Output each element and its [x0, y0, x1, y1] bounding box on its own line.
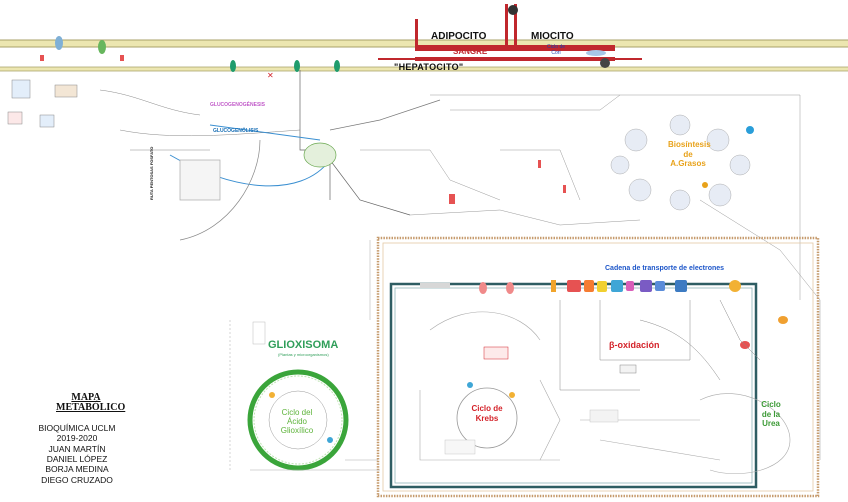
biosintesis-ag-label: Biosíntesis de A.Grasos	[668, 140, 711, 169]
miocito-label: MIOCITO	[531, 31, 574, 42]
ciclo-glioxilico-label: Ciclo del Ácido Glioxílico	[280, 408, 314, 436]
credits-author: BORJA MEDINA	[45, 464, 109, 475]
beta-oxidacion-label: β-oxidación	[609, 340, 660, 350]
electron-transport-chain	[420, 280, 788, 349]
svg-text:✕: ✕	[267, 71, 274, 80]
credits-author: DANIEL LÓPEZ	[46, 454, 108, 465]
credits-year: 2019-2020	[56, 433, 98, 444]
ciclo-cori-label: Ciclo de Cori	[546, 44, 566, 57]
credits-course: BIOQUÍMICA UCLM	[38, 423, 116, 433]
cadena-transporte-label: Cadena de transporte de electrones	[605, 265, 725, 272]
regulation-markers: ✕	[40, 55, 566, 204]
adipocito-label: ADIPOCITO	[431, 31, 487, 42]
hepatocito-label: "HEPATOCITO"	[394, 62, 464, 72]
map-title: MAPA METABÓLICO	[56, 392, 126, 413]
membrane-transporters	[55, 5, 610, 72]
lower-connectors	[250, 240, 380, 471]
krebs-cycle	[419, 311, 561, 461]
ruta-pentosas-label: RUTA PENTOSAS FOSFATO	[149, 146, 154, 200]
glioxisoma-label: GLIOXISOMA	[268, 339, 339, 351]
beta-oxidation-network	[483, 299, 761, 391]
glyoxysome	[229, 320, 349, 471]
fatty-acid-synthesis-cluster	[610, 114, 754, 211]
blood-vessel	[378, 4, 642, 61]
credits-author: JUAN MARTÍN	[48, 443, 106, 454]
sangre-label: SANGRE	[453, 47, 488, 56]
glycolysis-trunk	[169, 70, 441, 241]
ciclo-krebs-label: Ciclo de Krebs	[471, 404, 503, 423]
glucogenogenesis-label: GLUCOGENOGÉNESIS	[210, 102, 266, 108]
credits-block: BIOQUÍMICA UCLM 2019-2020 JUAN MARTÍN DA…	[32, 423, 122, 485]
mitochondrion	[376, 236, 820, 498]
ciclo-urea-label: Ciclo de la Urea	[761, 400, 781, 429]
glioxisoma-subtitle: (Plantas y microorganismos)	[278, 352, 329, 357]
glycogen-region	[7, 79, 301, 151]
urea-cycle	[580, 393, 791, 475]
glucogenolisis-label: GLUCOGENÓLISIS	[213, 128, 259, 134]
upper-network	[360, 94, 821, 460]
credits-author: DIEGO CRUZADO	[41, 474, 113, 485]
